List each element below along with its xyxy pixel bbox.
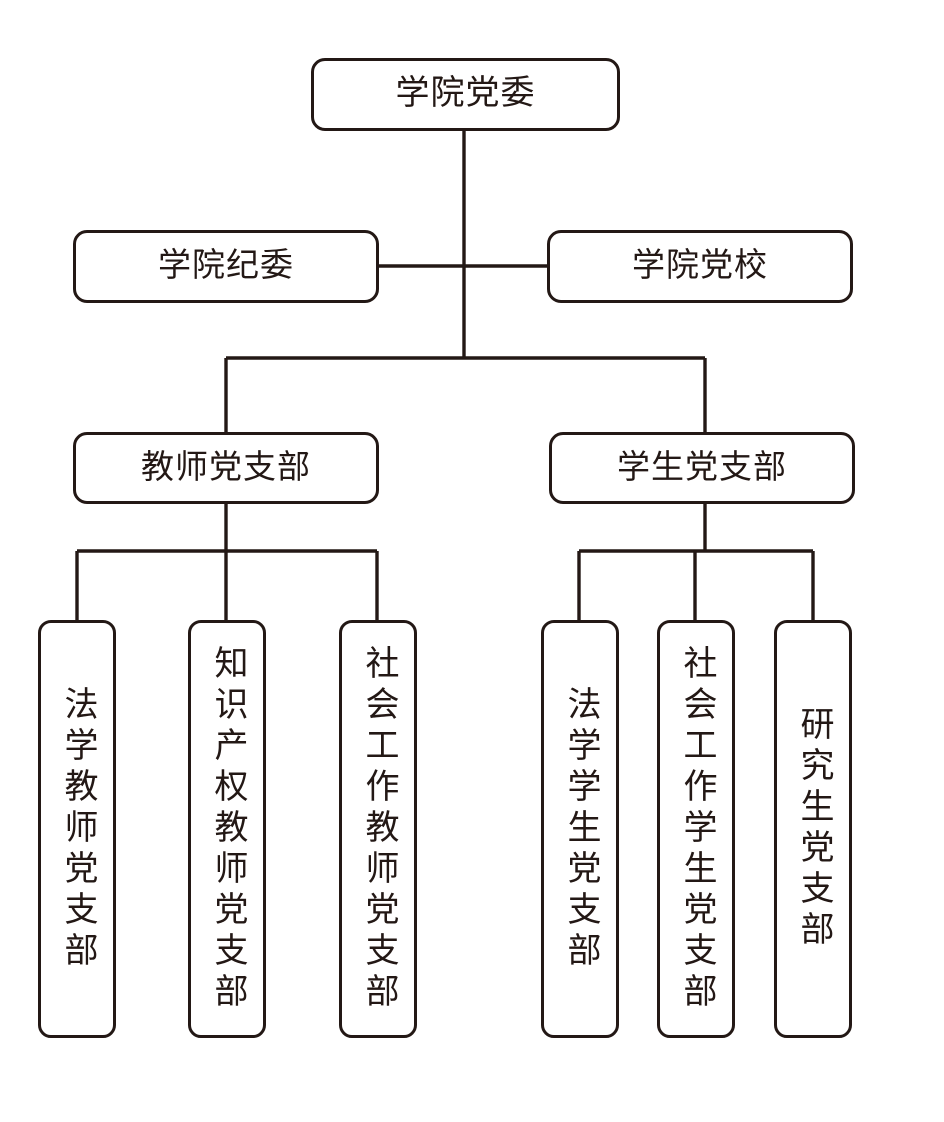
node-label: 知识产权教师党支部 <box>209 644 246 1014</box>
node-label: 研究生党支部 <box>795 706 832 952</box>
node-ip-teacher-branch[interactable]: 知识产权教师党支部 <box>188 620 266 1038</box>
node-label: 学院党校 <box>632 248 768 285</box>
node-label: 学院纪委 <box>158 248 294 285</box>
node-college-party-school[interactable]: 学院党校 <box>547 230 853 303</box>
node-social-work-student-branch[interactable]: 社会工作学生党支部 <box>657 620 735 1038</box>
node-graduate-student-branch[interactable]: 研究生党支部 <box>774 620 852 1038</box>
node-label: 法学教师党支部 <box>59 685 96 973</box>
node-label: 社会工作学生党支部 <box>678 644 715 1014</box>
node-student-party-branch[interactable]: 学生党支部 <box>549 432 855 504</box>
node-college-discipline-commission[interactable]: 学院纪委 <box>73 230 379 303</box>
node-law-student-branch[interactable]: 法学学生党支部 <box>541 620 619 1038</box>
node-label: 学生党支部 <box>617 449 787 486</box>
node-label: 教师党支部 <box>141 449 311 486</box>
node-label: 学院党委 <box>395 75 536 113</box>
node-law-teacher-branch[interactable]: 法学教师党支部 <box>38 620 116 1038</box>
node-label: 法学学生党支部 <box>562 685 599 973</box>
node-college-party-committee[interactable]: 学院党委 <box>311 58 620 131</box>
node-teacher-party-branch[interactable]: 教师党支部 <box>73 432 379 504</box>
node-social-work-teacher-branch[interactable]: 社会工作教师党支部 <box>339 620 417 1038</box>
node-label: 社会工作教师党支部 <box>360 644 397 1014</box>
